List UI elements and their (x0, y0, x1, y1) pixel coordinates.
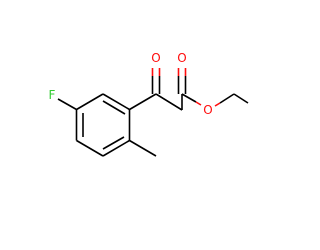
ring-bond-5 (102, 139, 130, 157)
ester-c-o-bond-o (195, 101, 202, 106)
ring-bond-5-inner (102, 136, 125, 150)
fluorine-label: F (49, 88, 56, 102)
ring-bond-1 (102, 93, 130, 111)
ring-bond-4 (76, 139, 104, 157)
methyl-bond (129, 139, 157, 157)
ester-chain: O O (177, 51, 249, 117)
ester-carbonyl-oxygen-label: O (177, 51, 186, 65)
c-f-bond (57, 98, 77, 111)
ester-ether-oxygen-label: O (203, 103, 212, 117)
ring-bond-1-inner (102, 100, 126, 115)
o-ethyl-bond-o (214, 102, 221, 107)
benzene-ring (75, 93, 131, 157)
ring-bond-2 (76, 93, 104, 111)
ketone-oxygen-label: O (151, 51, 160, 65)
aryl-carbonyl-bond (129, 93, 157, 111)
molecule-structure: F O (49, 51, 183, 157)
ester-c-to-ch2 (155, 93, 183, 111)
ester-c-o-bond (181, 93, 197, 103)
ethyl-bond (233, 93, 249, 104)
o-ethyl-bond (219, 93, 235, 104)
